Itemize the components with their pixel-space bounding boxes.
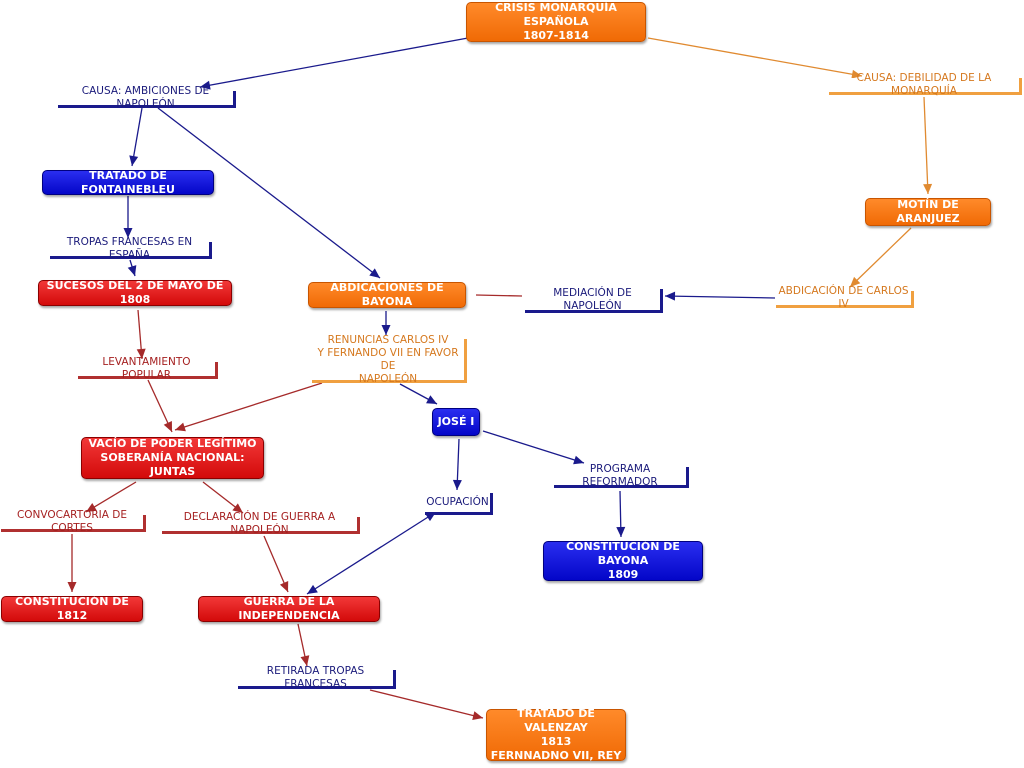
connector-arrowhead — [136, 348, 146, 359]
node-motin-aranjuez[interactable]: MOTÍN DE ARANJUEZ — [865, 198, 991, 226]
connector-line — [157, 107, 381, 279]
connector-arrowhead — [665, 291, 676, 301]
connector-line — [647, 37, 863, 77]
label-causa-ambiciones-napoleon[interactable]: CAUSA: AMBICIONES DE NAPOLEÓN — [58, 85, 236, 110]
node-abdicaciones-bayona[interactable]: ABDICACIONES DE BAYONA — [308, 281, 466, 308]
connector-arrowhead — [369, 268, 380, 278]
label-causa-debilidad-monarquia[interactable]: CAUSA: DEBILIDAD DE LA MONARQUÍA — [829, 72, 1022, 97]
connector-arrowhead — [67, 582, 77, 592]
connector-line — [482, 430, 585, 464]
connector-arrowhead — [851, 69, 862, 79]
connector-arrowhead — [127, 265, 137, 276]
connector-arrowhead — [850, 276, 861, 287]
connector-line — [849, 227, 912, 288]
node-constitucion-bayona[interactable]: CONSTITUCIÓN DE BAYONA 1809 — [543, 540, 703, 581]
node-constitucion-1812[interactable]: CONSTITUCIÓN DE 1812 — [1, 595, 143, 622]
connector-arrowhead — [175, 422, 186, 432]
node-guerra-independencia[interactable]: GUERRA DE LA INDEPENDENCIA — [198, 595, 380, 622]
node-sucesos-2-mayo[interactable]: SUCESOS DEL 2 DE MAYO DE 1808 — [38, 279, 232, 306]
connector-line — [369, 689, 484, 719]
connector-line — [263, 535, 289, 593]
node-vacio-poder[interactable]: VACÍO DE PODER LEGÍTIMO SOBERANÍA NACION… — [81, 437, 264, 479]
label-renuncias-carlos-fernando[interactable]: RENUNCIAS CARLOS IV Y FERNANDO VII EN FA… — [312, 334, 467, 385]
label-mediacion-napoleon[interactable]: MEDIACIÓN DE NAPOLEÓN — [525, 287, 663, 313]
connector-arrowhead — [573, 455, 584, 465]
connector-arrowhead — [86, 502, 97, 512]
label-abdicacion-carlos-iv[interactable]: ABDICACIÓN DE CARLOS IV — [776, 285, 914, 310]
connector-line — [475, 294, 523, 297]
node-crisis-monarquia[interactable]: CRISIS MONARQUÍA ESPAÑOLA 1807-1814 — [466, 1, 646, 42]
connector-line — [306, 511, 437, 595]
node-tratado-valenzay[interactable]: TRATADO DE VALENZAY 1813 FERNNADNO VII, … — [486, 707, 626, 762]
connector-line — [199, 37, 469, 88]
label-retirada-tropas[interactable]: RETIRADA TROPAS FRANCESAS — [238, 665, 396, 690]
label-declaracion-guerra[interactable]: DECLARACIÓN DE GUERRA A NAPOLEÓN — [162, 511, 360, 536]
connector-arrowhead — [452, 479, 462, 490]
connector-arrowhead — [129, 155, 139, 166]
label-ocupacion[interactable]: OCUPACIÓN — [425, 493, 493, 515]
connector-arrowhead — [123, 228, 133, 238]
connector-arrowhead — [300, 655, 310, 666]
connector-arrowhead — [200, 80, 211, 90]
connector-arrowhead — [163, 421, 172, 432]
connector-arrowhead — [232, 503, 243, 513]
connector-arrowhead — [426, 395, 437, 404]
connector-line — [174, 382, 323, 431]
connector-line — [923, 96, 929, 195]
label-programa-reformador[interactable]: PROGRAMA REFORMADOR — [554, 463, 689, 488]
connector-arrowhead — [923, 183, 933, 194]
node-jose-i[interactable]: JOSÉ I — [432, 408, 480, 436]
connector-line — [664, 295, 776, 299]
connector-arrowhead — [616, 526, 626, 537]
connector-arrowhead — [381, 325, 391, 335]
label-tropas-francesas[interactable]: TROPAS FRANCESAS EN ESPAÑA — [50, 236, 212, 261]
connector-arrowhead — [279, 581, 289, 592]
connector-arrowhead — [472, 711, 483, 720]
connector-arrowhead — [307, 584, 318, 594]
label-levantamiento-popular[interactable]: LEVANTAMIENTO POPULAR — [78, 356, 218, 381]
node-tratado-fontainebleu[interactable]: TRATADO DE FONTAINEBLEU — [42, 169, 214, 196]
label-convocatoria-cortes[interactable]: CONVOCARTORIA DE CORTES — [1, 509, 146, 534]
